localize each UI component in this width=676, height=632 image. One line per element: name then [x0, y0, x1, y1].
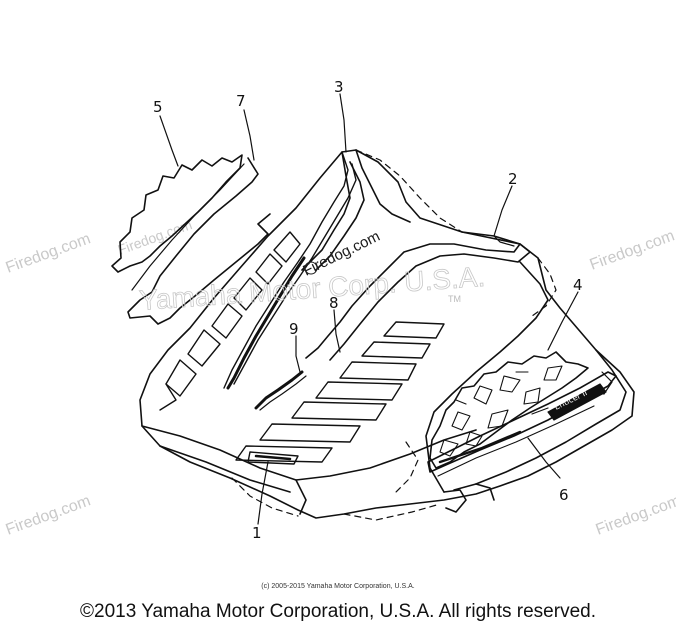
left-louvers: [159, 231, 301, 411]
part-5-decal: [111, 154, 243, 273]
watermark-right-bottom: Firedog.com: [594, 492, 676, 538]
callout-8: 8: [329, 294, 339, 312]
callout-6: 6: [559, 486, 569, 504]
callout-3: 3: [334, 78, 344, 96]
hood-body: [139, 149, 635, 519]
part-1-emblem: [247, 451, 299, 465]
part-9-stripe: [254, 370, 304, 410]
callout-4: 4: [573, 276, 583, 294]
small-copyright: (c) 2005-2015 Yamaha Motor Corporation, …: [261, 583, 415, 590]
callout-1: 1: [252, 524, 262, 542]
part-2-trim: [305, 231, 521, 359]
part-4-decal: [429, 351, 589, 469]
hood-exploded-diagram: Firedog.com Firedog.com Firedog.com Fire…: [4, 78, 676, 542]
part-8-slats: [235, 321, 445, 463]
watermark-left-bottom: Firedog.com: [4, 492, 93, 538]
phantom-lines: [231, 149, 557, 521]
callout-numbers: 5 7 3 2 4 8 9 1 6: [153, 78, 583, 542]
callout-9: 9: [289, 320, 299, 338]
callout-5: 5: [153, 98, 163, 116]
leader-lines: [159, 93, 579, 525]
watermark-tm: TM: [448, 294, 461, 304]
watermark-left-top: Firedog.com: [4, 230, 93, 276]
part-4-camo-pattern: [439, 365, 563, 457]
part-3-stripe: [223, 151, 349, 389]
footer-copyright: ©2013 Yamaha Motor Corporation, U.S.A. A…: [80, 601, 596, 622]
callout-2: 2: [508, 170, 518, 188]
part-7-strip: [127, 157, 271, 325]
callout-7: 7: [236, 92, 246, 110]
watermark-right-top: Firedog.com: [588, 227, 676, 273]
